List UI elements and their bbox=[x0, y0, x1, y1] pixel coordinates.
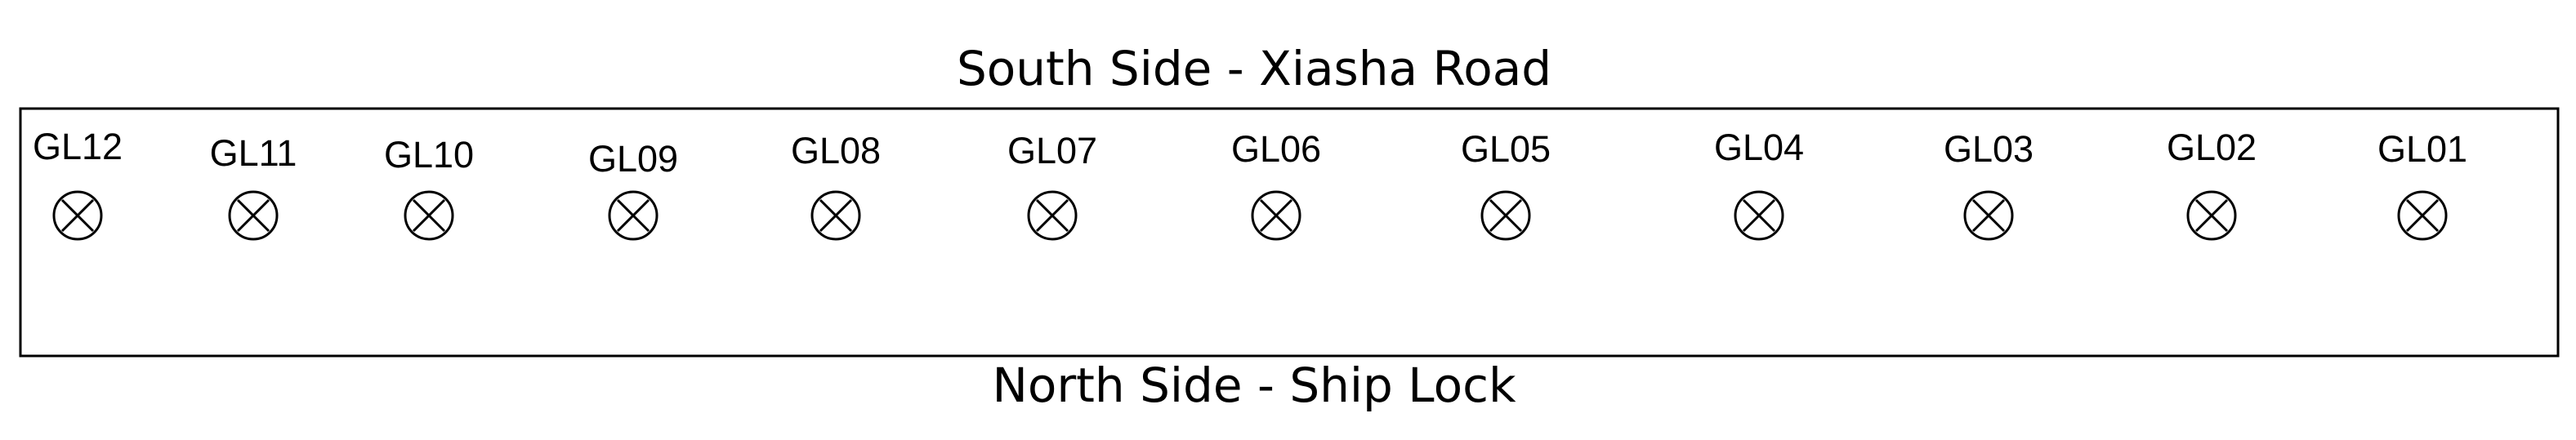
light-gl03: GL03 bbox=[1944, 128, 2034, 241]
light-gl04: GL04 bbox=[1714, 127, 1804, 241]
light-label: GL01 bbox=[2377, 128, 2467, 170]
light-gl05: GL05 bbox=[1461, 128, 1551, 241]
light-gl08: GL08 bbox=[791, 130, 881, 241]
circle-x-lamp-icon bbox=[1734, 190, 1784, 241]
light-gl02: GL02 bbox=[2167, 127, 2257, 241]
light-label: GL11 bbox=[210, 132, 297, 174]
light-label: GL03 bbox=[1944, 128, 2034, 170]
circle-x-lamp-icon bbox=[1251, 190, 1301, 241]
light-label: GL06 bbox=[1231, 128, 1321, 170]
light-label: GL08 bbox=[791, 130, 881, 171]
light-label: GL02 bbox=[2167, 127, 2257, 168]
light-label: GL09 bbox=[588, 138, 678, 180]
circle-x-lamp-icon bbox=[608, 190, 659, 241]
circle-x-lamp-icon bbox=[404, 190, 454, 241]
circle-x-lamp-icon bbox=[2186, 190, 2237, 241]
light-gl09: GL09 bbox=[588, 138, 678, 241]
light-gl07: GL07 bbox=[1007, 130, 1097, 241]
light-gl12: GL12 bbox=[33, 126, 123, 241]
light-label: GL07 bbox=[1007, 130, 1097, 171]
circle-x-lamp-icon bbox=[2397, 190, 2448, 241]
light-gl06: GL06 bbox=[1231, 128, 1321, 241]
light-label: GL10 bbox=[384, 134, 474, 176]
light-label: GL05 bbox=[1461, 128, 1551, 170]
light-gl01: GL01 bbox=[2377, 128, 2467, 241]
bottom-side-label: North Side - Ship Lock bbox=[992, 358, 1516, 413]
light-label: GL04 bbox=[1714, 127, 1804, 168]
circle-x-lamp-icon bbox=[810, 190, 861, 241]
top-side-label: South Side - Xiasha Road bbox=[957, 41, 1551, 96]
circle-x-lamp-icon bbox=[228, 190, 279, 241]
circle-x-lamp-icon bbox=[1027, 190, 1078, 241]
light-label: GL12 bbox=[33, 126, 123, 167]
light-group: GL12 GL11 GL10 GL09 GL08 GL07 GL06 GL05 GL04 GL03… bbox=[33, 126, 2467, 241]
light-gl11: GL11 bbox=[210, 132, 297, 241]
circle-x-lamp-icon bbox=[52, 190, 103, 241]
light-gl10: GL10 bbox=[384, 134, 474, 241]
circle-x-lamp-icon bbox=[1963, 190, 2014, 241]
site-boundary bbox=[19, 107, 2560, 358]
circle-x-lamp-icon bbox=[1480, 190, 1531, 241]
